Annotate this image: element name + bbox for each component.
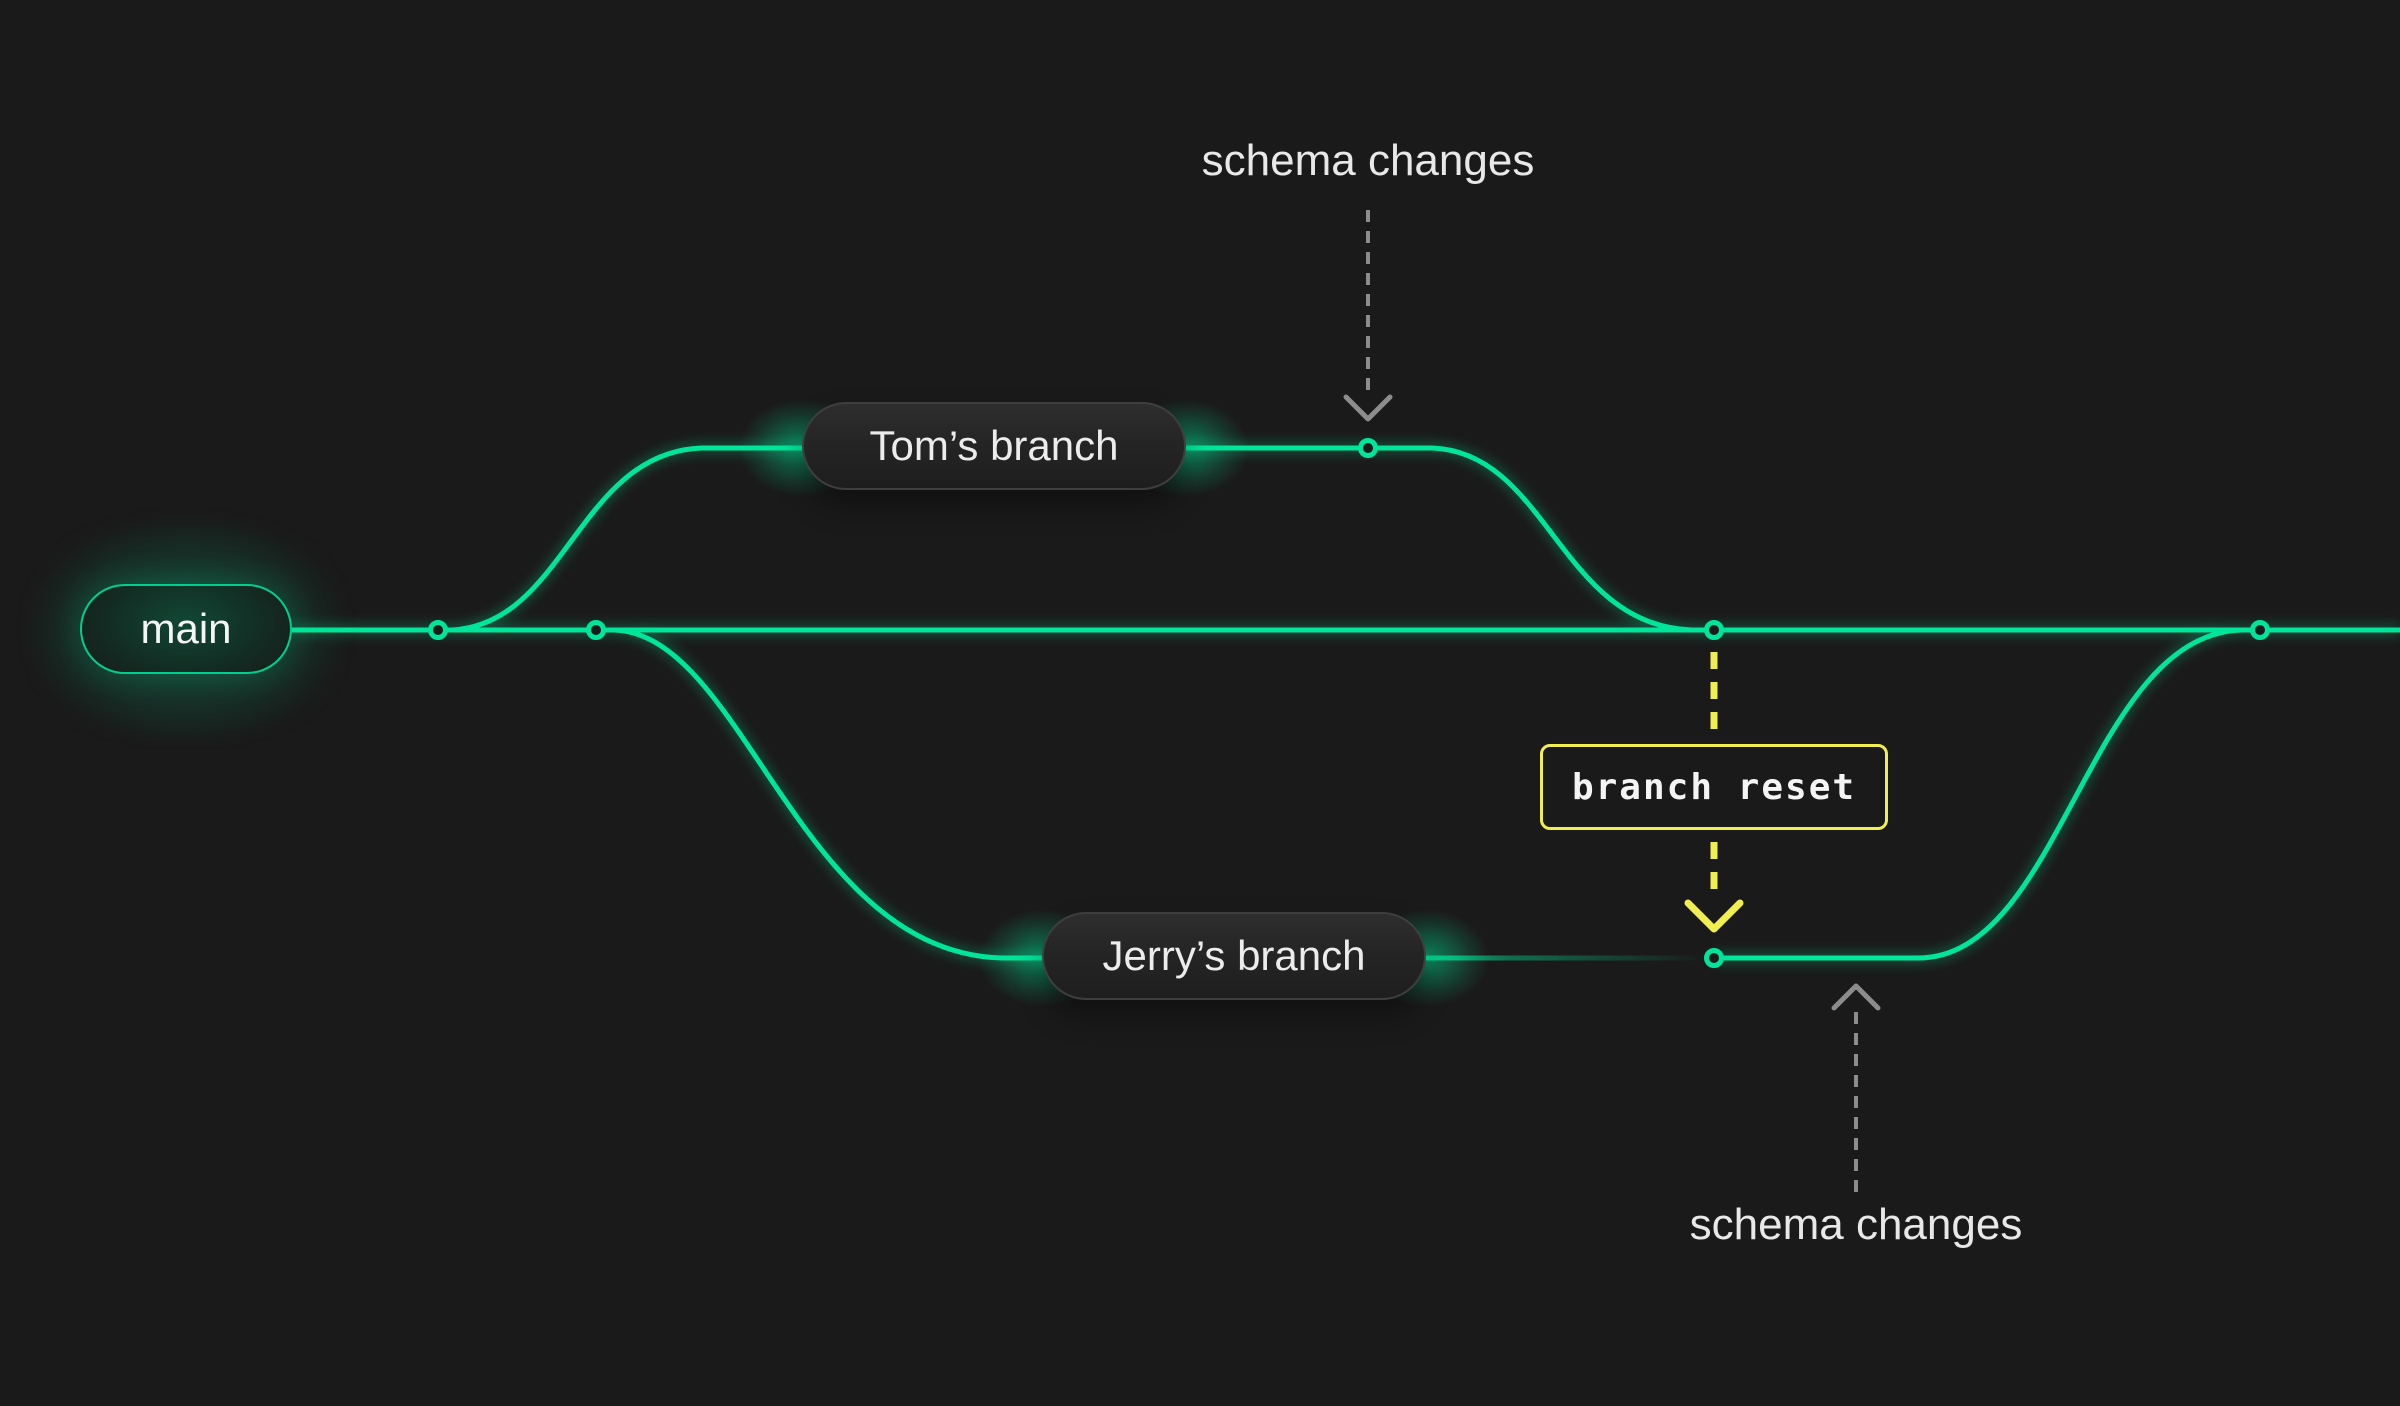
jerry-branch-return-line [1714, 627, 2243, 961]
tom-branch-label: Tom’s branch [869, 422, 1119, 469]
schema-changes-bottom-label: schema changes [1689, 1200, 2023, 1249]
tom-branch-pill: Tom’s branch [802, 402, 1186, 490]
schema-changes-bottom-arrow [1831, 983, 1881, 1194]
branch-reset-label: branch reset [1571, 766, 1857, 808]
branch-reset-arrow [1684, 652, 1744, 933]
commit-dot [1358, 438, 1378, 458]
branch-reset-box: branch reset [1540, 744, 1888, 830]
main-branch-label: main [140, 605, 232, 652]
commit-dot [1704, 948, 1724, 968]
line-glow [292, 443, 2400, 963]
arrow-down-icon [1343, 394, 1393, 422]
commit-dot [2250, 620, 2270, 640]
schema-changes-top-arrow [1343, 210, 1393, 422]
arrow-up-icon [1831, 983, 1881, 1011]
commit-dot [1704, 620, 1724, 640]
main-branch-pill: main [80, 584, 292, 674]
commit-dot [428, 620, 448, 640]
commit-dots [428, 438, 2270, 968]
jerry-branch-label: Jerry’s branch [1102, 932, 1366, 979]
commit-dot [586, 620, 606, 640]
jerry-branch-line [613, 627, 1428, 961]
jerry-branch-pill: Jerry’s branch [1042, 912, 1426, 1000]
arrow-down-yellow-icon [1684, 899, 1744, 933]
schema-changes-top-label: schema changes [1201, 136, 1535, 185]
